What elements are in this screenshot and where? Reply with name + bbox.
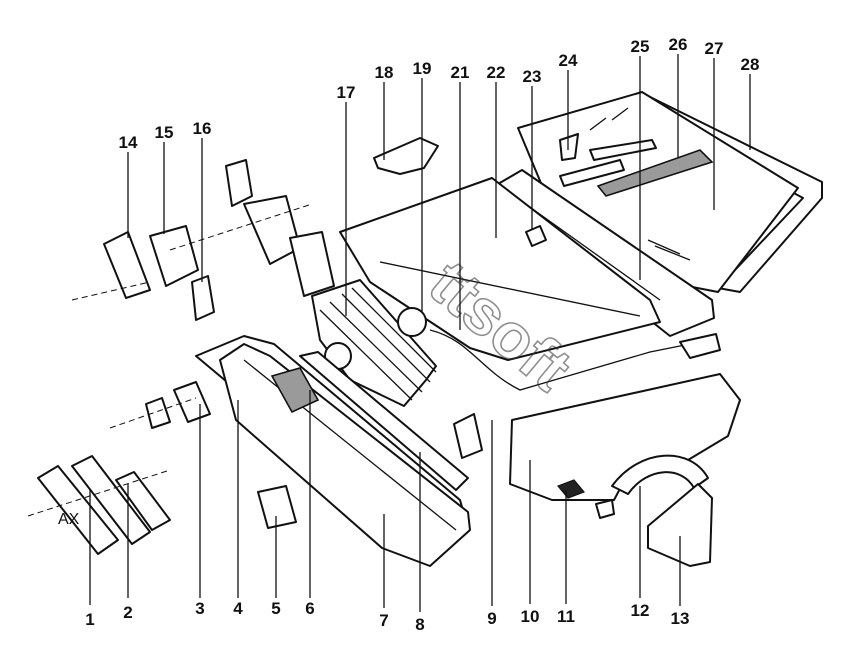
callout-1: 1 bbox=[85, 610, 94, 629]
plate-bracket bbox=[71, 455, 151, 545]
wing-clip bbox=[595, 499, 615, 519]
headlamp-housing bbox=[243, 195, 301, 265]
callout-28: 28 bbox=[741, 55, 760, 74]
callout-10: 10 bbox=[521, 607, 540, 626]
callout-9: 9 bbox=[487, 609, 496, 628]
callout-17: 17 bbox=[337, 83, 356, 102]
wiper-blade-right bbox=[596, 149, 714, 197]
callout-3: 3 bbox=[195, 599, 204, 618]
tow-cover bbox=[270, 367, 320, 414]
release-handle bbox=[679, 333, 721, 359]
cable-bracket bbox=[453, 413, 483, 459]
headlamp-bezel bbox=[103, 231, 151, 299]
release-cable bbox=[429, 329, 711, 391]
mud-flap bbox=[647, 483, 713, 567]
wiper-arm-right bbox=[559, 159, 625, 187]
plate-label: AX bbox=[58, 511, 80, 528]
bumper-beam bbox=[299, 351, 469, 491]
side-repeater bbox=[556, 479, 586, 499]
callout-2: 2 bbox=[123, 603, 132, 622]
callout-24: 24 bbox=[559, 51, 578, 70]
number-plate bbox=[37, 465, 119, 555]
callout-25: 25 bbox=[631, 37, 650, 56]
headlamp-reflector bbox=[289, 231, 335, 297]
callout-5: 5 bbox=[271, 599, 280, 618]
bumper-lower bbox=[219, 343, 471, 567]
callout-19: 19 bbox=[413, 59, 432, 78]
part-drawings: AX bbox=[27, 91, 823, 567]
callout-6: 6 bbox=[305, 599, 314, 618]
callout-4: 4 bbox=[233, 599, 243, 618]
callout-8: 8 bbox=[415, 615, 424, 634]
callout-16: 16 bbox=[193, 119, 212, 138]
headlamp-unit bbox=[149, 225, 199, 287]
leader-lines bbox=[89, 54, 751, 612]
callout-12: 12 bbox=[631, 601, 650, 620]
fog-lamp-bracket bbox=[145, 397, 171, 429]
callout-15: 15 bbox=[155, 123, 174, 142]
callout-11: 11 bbox=[557, 607, 575, 626]
callout-18: 18 bbox=[375, 63, 394, 82]
callout-14: 14 bbox=[119, 133, 138, 152]
callout-27: 27 bbox=[705, 39, 724, 58]
callout-23: 23 bbox=[523, 67, 542, 86]
bumper-insert bbox=[257, 485, 297, 529]
callout-labels: 1 2 3 4 5 6 7 8 9 10 11 12 13 14 15 16 1… bbox=[85, 35, 759, 634]
wheel-arch-liner bbox=[611, 454, 709, 495]
wiper-arm-left bbox=[559, 133, 579, 161]
callout-13: 13 bbox=[671, 609, 690, 628]
indicator-lamp bbox=[191, 275, 215, 321]
fog-lamp bbox=[173, 381, 211, 423]
headlamp-bracket bbox=[225, 159, 253, 207]
callout-22: 22 bbox=[487, 63, 506, 82]
callout-7: 7 bbox=[379, 611, 388, 630]
callout-26: 26 bbox=[669, 35, 688, 54]
callout-21: 21 bbox=[451, 63, 470, 82]
bonnet-clip bbox=[525, 225, 547, 247]
emblem-rear bbox=[397, 307, 427, 337]
plate-support bbox=[115, 471, 171, 531]
